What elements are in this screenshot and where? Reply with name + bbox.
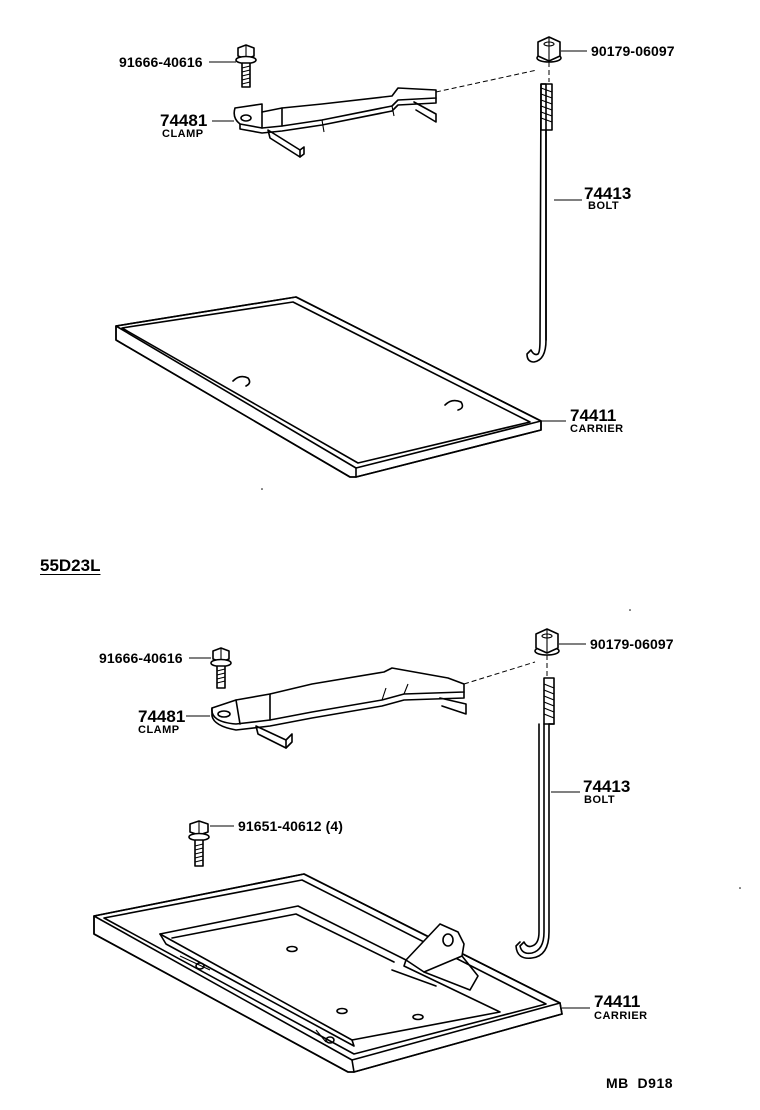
part-number-label: 74481 bbox=[138, 707, 186, 726]
part-number-label: 74481 bbox=[160, 111, 208, 130]
flange-bolt-lower bbox=[210, 647, 232, 689]
flange-bolt-upper bbox=[235, 44, 257, 88]
part-number-label: 91666-40616 bbox=[119, 54, 203, 70]
part-name-label: CLAMP bbox=[162, 128, 204, 140]
part-number-label: 90179-06097 bbox=[590, 636, 674, 652]
part-number-label: 90179-06097 bbox=[591, 43, 675, 59]
part-number-label: 74413 bbox=[583, 777, 631, 796]
small-bolt-lower bbox=[188, 820, 210, 867]
carrier-upper bbox=[115, 296, 542, 478]
carrier-lower bbox=[93, 873, 563, 1073]
part-number-label: 91666-40616 bbox=[99, 650, 183, 666]
part-number-label: 74411 bbox=[570, 406, 617, 425]
part-number-label: 74413 bbox=[584, 184, 632, 203]
clamp-lower bbox=[211, 667, 467, 749]
section-label: 55D23L bbox=[40, 556, 101, 575]
nut-upper bbox=[536, 36, 562, 63]
part-number-label: 91651-40612 (4) bbox=[238, 818, 344, 834]
part-name-label: CARRIER bbox=[594, 1010, 648, 1022]
part-name-label: CLAMP bbox=[138, 724, 180, 736]
part-name-label: BOLT bbox=[584, 794, 616, 806]
hook-bolt-upper bbox=[526, 83, 553, 363]
clamp-upper bbox=[233, 87, 437, 158]
hook-bolt-lower bbox=[515, 677, 555, 960]
part-name-label: BOLT bbox=[588, 200, 620, 212]
part-name-label: CARRIER bbox=[570, 423, 624, 435]
diagram-code: MB D918 bbox=[606, 1075, 674, 1091]
nut-lower bbox=[534, 628, 560, 656]
part-number-label: 74411 bbox=[594, 992, 641, 1011]
